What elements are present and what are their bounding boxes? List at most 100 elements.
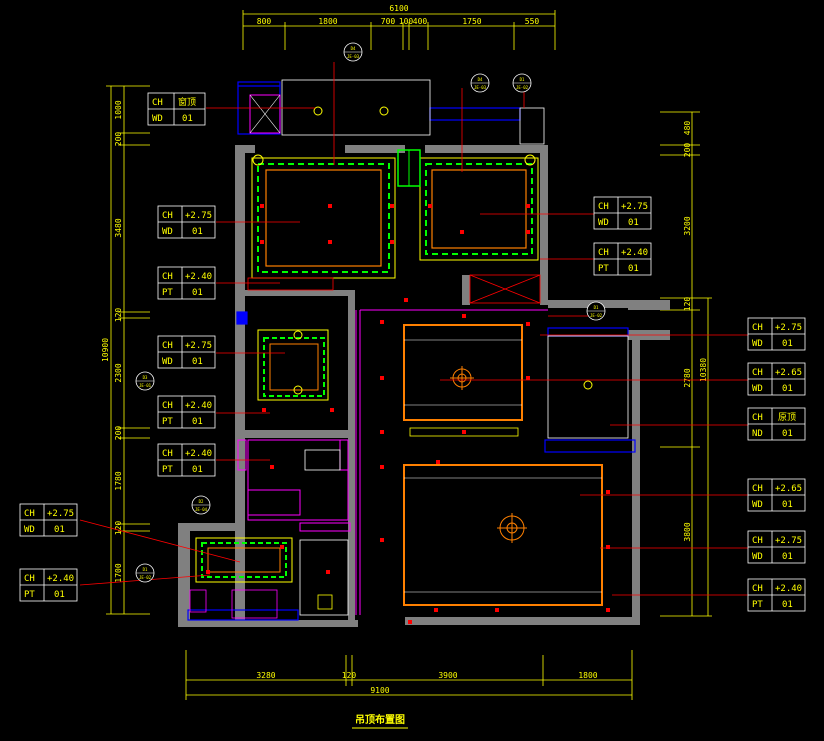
ch-tag-11: CH +2.75 WD 01 <box>747 317 806 351</box>
ch-tag-6-code: 01 <box>192 465 203 475</box>
downlights <box>252 106 593 395</box>
ch-tag-2-value: +2.75 <box>185 211 212 221</box>
ch-tag-9-key: CH <box>598 202 609 212</box>
left-dimension-chain <box>106 85 150 615</box>
left-dim-8: 120 <box>114 521 123 536</box>
ch-tag-4: CH +2.75 WD 01 <box>157 335 216 369</box>
right-dim-6: 3800 <box>683 522 692 541</box>
ch-tag-1-key: CH <box>152 98 163 108</box>
ch-tag-6-key: CH <box>162 449 173 459</box>
left-dim-1: 1000 <box>114 100 123 119</box>
ch-tag-8-code: 01 <box>54 590 65 600</box>
windows <box>187 81 636 621</box>
ch-tag-7-mat: WD <box>24 525 35 535</box>
spot-lights <box>206 204 610 624</box>
right-dimension-chain <box>660 111 712 617</box>
lamp-bubble-5-bottom: JE-01 <box>139 383 152 388</box>
ch-tag-14-key: CH <box>752 484 763 494</box>
ch-tag-1-mat: WD <box>152 114 163 124</box>
ch-tag-16-key: CH <box>752 584 763 594</box>
ch-tag-13-code: 01 <box>782 429 793 439</box>
ch-tag-14-value: +2.65 <box>775 484 802 494</box>
ch-tag-2-key: CH <box>162 211 173 221</box>
ch-tag-7-value: +2.75 <box>47 509 74 519</box>
ch-tag-4-key: CH <box>162 341 173 351</box>
drawing-title: 吊顶布置图 <box>355 713 405 726</box>
ch-tag-5-code: 01 <box>192 417 203 427</box>
ch-tag-12: CH +2.65 WD 01 <box>747 362 806 396</box>
ch-tag-13-key: CH <box>752 413 763 423</box>
ch-tag-6-mat: PT <box>162 465 173 475</box>
ch-tag-4-mat: WD <box>162 357 173 367</box>
leader-lines <box>79 62 748 596</box>
top-dimension-chain <box>242 10 556 50</box>
top-dim-5: 400 <box>413 17 428 26</box>
ch-tag-13-mat: ND <box>752 429 763 439</box>
lamp-bubble-1: D4 JE-03 <box>343 42 363 62</box>
bottom-dim-3: 3900 <box>438 671 457 680</box>
left-dim-4: 120 <box>114 308 123 323</box>
ch-tag-16-code: 01 <box>782 600 793 610</box>
ch-tag-13: CH 原顶 ND 01 <box>747 407 806 441</box>
right-dim-2: 200 <box>683 143 692 158</box>
top-balcony <box>249 79 545 145</box>
ch-tag-11-code: 01 <box>782 339 793 349</box>
ch-tag-1: CH 窗顶 WD 01 <box>147 92 206 126</box>
ch-tag-11-value: +2.75 <box>775 323 802 333</box>
living-ceiling <box>403 464 603 606</box>
bottom-dim-4: 1800 <box>578 671 597 680</box>
ch-tag-12-code: 01 <box>782 384 793 394</box>
bottom-dim-1: 3280 <box>256 671 275 680</box>
left-dim-5: 2300 <box>114 363 123 382</box>
ch-tag-7-code: 01 <box>54 525 65 535</box>
ch-tag-13-value: 原顶 <box>778 412 796 423</box>
ch-tag-5: CH +2.40 PT 01 <box>157 395 216 429</box>
ch-tag-3-value: +2.40 <box>185 272 212 282</box>
ch-tag-10-key: CH <box>598 248 609 258</box>
hall-green-panel <box>397 149 421 187</box>
ch-tag-12-mat: WD <box>752 384 763 394</box>
ch-tag-10-mat: PT <box>598 264 609 274</box>
ch-tag-11-mat: WD <box>752 339 763 349</box>
fixtures <box>189 274 541 619</box>
ch-tag-3-mat: PT <box>162 288 173 298</box>
study-ceiling <box>257 329 329 401</box>
bedroom-ceiling-right <box>419 157 539 261</box>
ch-tag-16-mat: PT <box>752 600 763 610</box>
right-dim-1: 480 <box>683 121 692 136</box>
ch-tag-16-value: +2.40 <box>775 584 802 594</box>
right-total-dim: 10380 <box>699 358 708 382</box>
lamp-bubble-6-top: D2 <box>199 499 204 504</box>
lamp-bubble-5-top: D3 <box>143 375 148 380</box>
ch-tag-15-value: +2.75 <box>775 536 802 546</box>
left-dim-6: 200 <box>114 426 123 441</box>
ch-tag-9-mat: WD <box>598 218 609 228</box>
ch-tag-10-code: 01 <box>628 264 639 274</box>
lamp-bubble-4-top: D1 <box>594 305 599 310</box>
ch-tag-9: CH +2.75 WD 01 <box>593 196 652 230</box>
ch-tag-3-key: CH <box>162 272 173 282</box>
top-dim-6: 1750 <box>462 17 481 26</box>
lamp-bubble-2-bottom: JE-03 <box>474 85 487 90</box>
ch-tag-9-value: +2.75 <box>621 202 648 212</box>
lamp-bubble-5: D3 JE-01 <box>135 371 155 391</box>
living-chandelier <box>497 513 527 543</box>
ch-tag-5-mat: PT <box>162 417 173 427</box>
ch-tag-7-key: CH <box>24 509 35 519</box>
lamp-bubble-7-bottom: JE-02 <box>139 575 152 580</box>
lamp-bubble-2-top: D4 <box>478 77 483 82</box>
ch-tag-11-key: CH <box>752 323 763 333</box>
top-dim-3: 700 <box>381 17 396 26</box>
dining-chandelier <box>450 366 474 390</box>
ch-tag-3-code: 01 <box>192 288 203 298</box>
ch-tag-2-mat: WD <box>162 227 173 237</box>
ch-tag-7: CH +2.75 WD 01 <box>19 503 78 537</box>
lamp-bubble-7: D1 JE-02 <box>135 563 155 583</box>
ch-tag-4-code: 01 <box>192 357 203 367</box>
right-dim-3: 3200 <box>683 216 692 235</box>
dining-ceiling <box>403 324 523 421</box>
top-dim-7: 550 <box>525 17 540 26</box>
top-dim-1: 800 <box>257 17 272 26</box>
bottom-dimension-chain <box>185 650 633 700</box>
bottom-total-dim: 9100 <box>370 686 389 695</box>
